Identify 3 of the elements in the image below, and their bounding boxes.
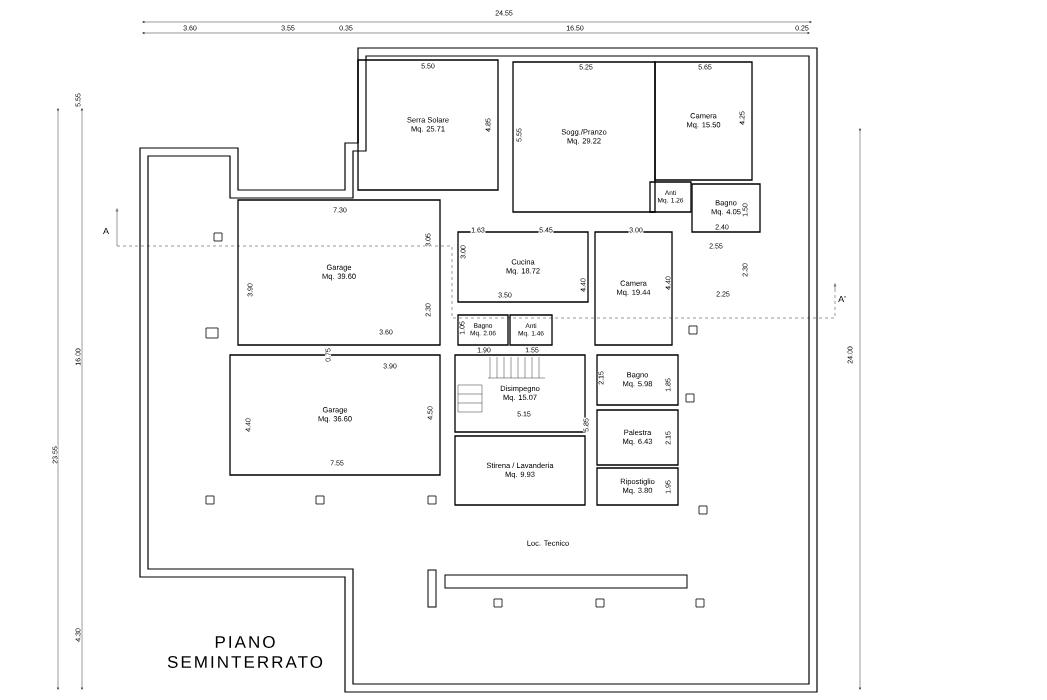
section-label: A: [102, 227, 110, 235]
section-label: A': [837, 295, 847, 303]
plan-title: PIANO SEMINTERRATO: [167, 635, 323, 668]
